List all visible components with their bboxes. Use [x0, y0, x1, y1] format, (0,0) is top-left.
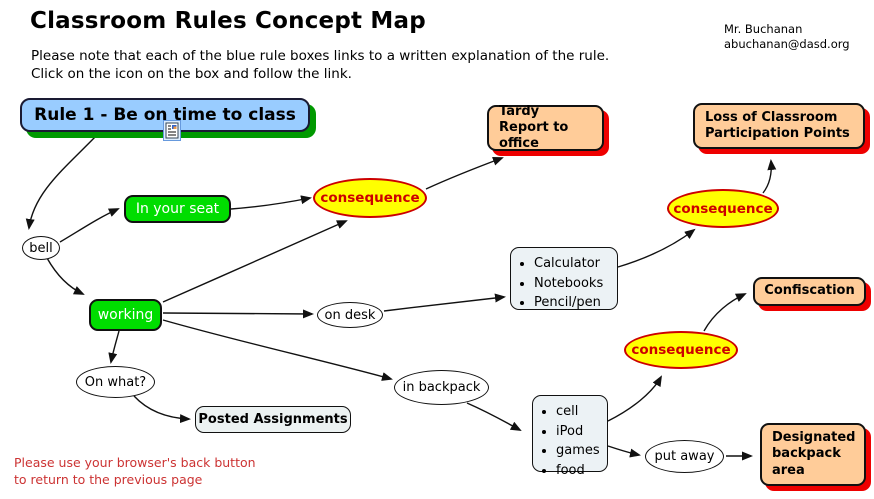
browser-back-note-line2: to return to the previous page: [14, 471, 203, 487]
arrow-working-to-ondesk: [162, 309, 314, 319]
arrow-seat-to-consequence1: [230, 195, 312, 210]
devices-list: cell iPod games food: [539, 402, 600, 481]
supplies-list-box: Calculator Notebooks Pencil/pen: [510, 247, 618, 310]
node-on-desk: on desk: [317, 302, 383, 328]
arrow-ondesk-to-supplies: [383, 293, 506, 312]
author-block: Mr. Buchanan abuchanan@dasd.org: [724, 22, 850, 52]
outcome-loss-participation-points: Loss of Classroom Participation Points: [693, 103, 865, 149]
outcome-confiscation: Confiscation: [753, 277, 866, 306]
browser-back-note-line1: Please use your browser's back button: [14, 455, 256, 470]
rule-1-label: Rule 1 - Be on time to class: [34, 105, 296, 125]
tardy-report-label: Tardy Report to office: [499, 103, 569, 152]
node-on-what: On what?: [76, 366, 155, 398]
in-your-seat-label: In your seat: [135, 201, 220, 217]
list-item: food: [556, 461, 599, 481]
arrow-devices-to-putaway: [607, 445, 641, 458]
consequence-ellipse-2: consequence: [667, 189, 779, 228]
arrow-devices-to-consequence3: [607, 375, 662, 422]
list-item: cell: [556, 402, 599, 422]
in-backpack-label: in backpack: [402, 380, 481, 395]
on-desk-label: on desk: [324, 307, 376, 323]
arrow-bell-to-working: [46, 257, 85, 295]
node-posted-assignments: Posted Assignments: [195, 406, 351, 433]
on-what-label: On what?: [84, 374, 147, 390]
arrow-bell-to-seat: [59, 208, 120, 243]
consequence-1-label: consequence: [320, 190, 420, 206]
supplies-list: Calculator Notebooks Pencil/pen: [517, 254, 609, 313]
confiscation-label: Confiscation: [764, 283, 855, 299]
arrow-backpack-to-devices: [466, 402, 522, 431]
arrow-working-to-backpack: [162, 319, 393, 381]
arrow-consequence2-to-loss: [762, 159, 777, 194]
arrow-working-to-onwhat: [108, 330, 120, 364]
devices-list-box: cell iPod games food: [532, 395, 608, 478]
document-link-icon[interactable]: [163, 120, 181, 141]
intro-note-line1: Please note that each of the blue rule b…: [31, 48, 610, 64]
intro-note: Please note that each of the blue rule b…: [31, 47, 609, 83]
outcome-designated-backpack-area: Designated backpack area: [760, 423, 866, 486]
posted-assignments-label: Posted Assignments: [198, 412, 348, 427]
arrow-supplies-to-consequence2: [617, 228, 696, 268]
list-item: iPod: [556, 422, 599, 442]
node-working: working: [89, 299, 162, 331]
page-title: Classroom Rules Concept Map: [30, 8, 426, 34]
author-email: abuchanan@dasd.org: [724, 36, 850, 51]
put-away-label: put away: [654, 449, 715, 464]
consequence-ellipse-1: consequence: [313, 178, 427, 218]
arrow-consequence3-to-confiscation: [703, 293, 747, 332]
consequence-2-label: consequence: [673, 200, 773, 217]
loss-points-label: Loss of Classroom Participation Points: [705, 109, 850, 141]
consequence-ellipse-3: consequence: [624, 331, 738, 369]
arrow-working-to-consequence1: [162, 220, 348, 303]
consequence-3-label: consequence: [631, 342, 731, 358]
outcome-tardy-report: Tardy Report to office: [487, 103, 604, 152]
list-item: Notebooks: [534, 274, 609, 294]
node-put-away: put away: [645, 440, 724, 473]
list-item: games: [556, 441, 600, 461]
arrow-rule-to-bell: [25, 135, 97, 230]
intro-note-line2: Click on the icon on the box and follow …: [31, 66, 352, 83]
list-item: Pencil/pen: [534, 293, 609, 313]
bell-label: bell: [29, 240, 53, 256]
node-in-your-seat: In your seat: [124, 195, 231, 223]
node-bell: bell: [22, 236, 60, 260]
author-name: Mr. Buchanan: [724, 22, 803, 36]
arrow-onwhat-to-posted: [133, 395, 191, 424]
browser-back-note: Please use your browser's back button to…: [14, 455, 256, 489]
working-label: working: [97, 307, 154, 323]
arrow-consequence1-to-tardy: [425, 156, 504, 190]
node-in-backpack: in backpack: [394, 370, 489, 405]
list-item: Calculator: [534, 254, 609, 274]
designated-area-label: Designated backpack area: [772, 430, 856, 478]
